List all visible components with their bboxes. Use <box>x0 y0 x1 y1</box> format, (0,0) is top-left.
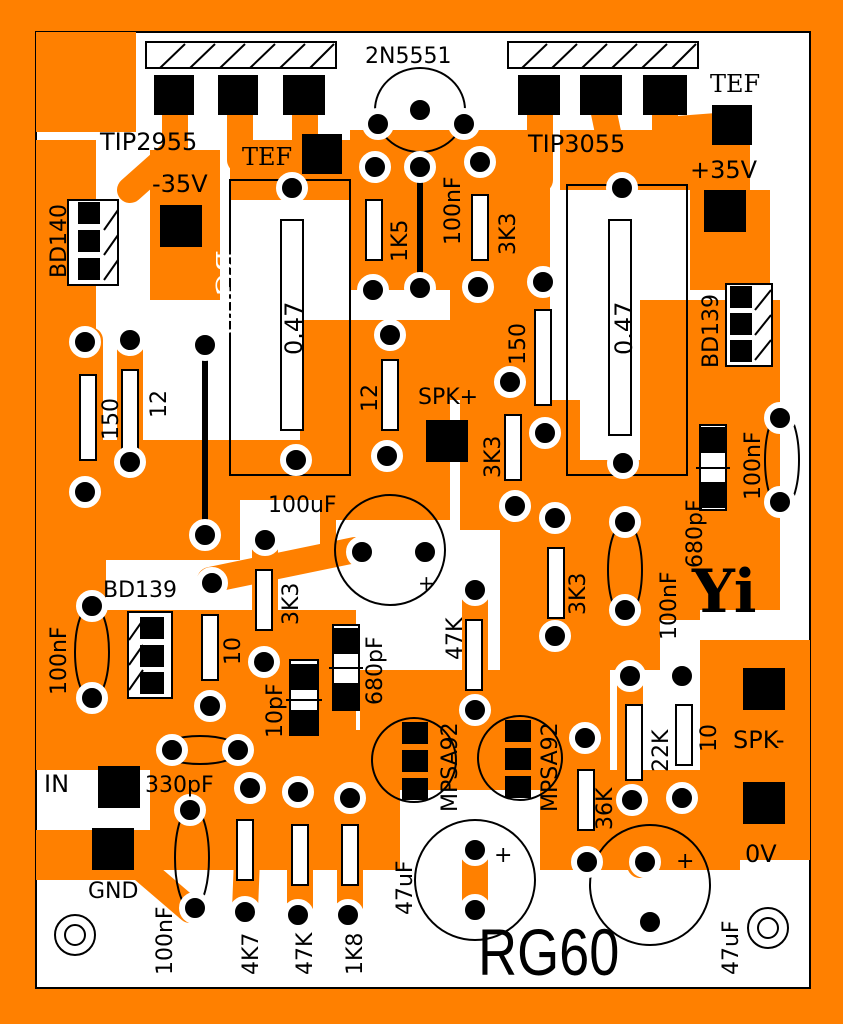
label-r10-left: 10 <box>221 637 246 665</box>
label-r047-b: 0.47 <box>610 302 638 355</box>
label-r10-right: 10 <box>697 724 722 752</box>
label-spk-minus: SPK- <box>733 726 785 754</box>
label-c680pf-right: 680pF <box>683 499 708 568</box>
label-tef-left: TEF <box>242 143 292 171</box>
label-c47uf-a-plus: + <box>494 843 512 868</box>
label-neg35v: -35V <box>152 170 208 198</box>
label-r3k3-left: 3K3 <box>279 583 304 625</box>
label-bd139-top: BD139 <box>699 294 724 368</box>
mirrored-board-name: RG60 <box>211 250 246 335</box>
label-gnd: GND <box>88 879 138 904</box>
label-tip2955: TIP2955 <box>99 128 197 156</box>
label-r12-left: 12 <box>147 390 172 418</box>
label-c100uf-plus: + <box>418 571 435 595</box>
label-r150-mid: 150 <box>506 323 531 365</box>
label-r4k7: 4K7 <box>239 933 264 975</box>
label-330pf: 330pF <box>145 773 214 798</box>
label-r47k-bot: 47K <box>293 932 318 975</box>
mounting-holes <box>54 907 789 956</box>
label-c47uf-b-plus: + <box>676 849 694 874</box>
label-r12-mid: 12 <box>358 384 383 412</box>
label-r3k3-mid: 3K3 <box>481 436 506 478</box>
resistor-bodies <box>79 194 693 886</box>
label-r47k-mid: 47K <box>443 617 468 660</box>
label-bd139-left: BD139 <box>103 578 177 603</box>
label-in: IN <box>44 770 69 798</box>
label-r3k3-top: 3K3 <box>496 213 521 255</box>
jumper-wires <box>202 170 423 535</box>
label-2n5551: 2N5551 <box>365 44 451 69</box>
label-mpsa92-a: MPSA92 <box>438 722 463 812</box>
label-c100nf-right: 100nF <box>741 431 766 500</box>
label-r047-a: 0.47 <box>280 302 308 355</box>
label-pos35v: +35V <box>690 156 758 184</box>
label-c10pf: 10pF <box>263 683 288 738</box>
label-tef-right: TEF <box>710 70 760 98</box>
label-bd140: BD140 <box>47 204 72 278</box>
label-r1k5: 1K5 <box>388 220 413 262</box>
label-mpsa92-b: MPSA92 <box>538 722 563 812</box>
label-r1k8: 1K8 <box>343 933 368 975</box>
heatsink-hatching <box>159 43 697 69</box>
power-transistor-outlines <box>145 41 699 69</box>
board-logo: Yi <box>691 557 757 627</box>
label-c680pf-mid: 680pF <box>363 636 388 705</box>
label-c100nf-rmid: 100nF <box>657 571 682 640</box>
label-tip3055: TIP3055 <box>527 130 625 158</box>
label-c100nf-left: 100nF <box>47 626 72 695</box>
round-pads[interactable] <box>69 94 796 938</box>
square-pads[interactable] <box>78 75 785 870</box>
label-r22k: 22K <box>649 729 674 772</box>
label-100uf: 100uF <box>268 493 337 518</box>
label-0v: 0V <box>745 840 777 868</box>
label-spk-plus: SPK+ <box>418 385 478 410</box>
label-c100nf-bot: 100nF <box>153 906 178 975</box>
board-name: RG60 <box>478 915 619 989</box>
label-c47uf-b: 47uF <box>719 920 744 975</box>
label-r3k3-right: 3K3 <box>566 573 591 615</box>
label-r150-left: 150 <box>99 398 124 440</box>
label-c100nf-top: 100nF <box>441 176 466 245</box>
label-r36k: 36K <box>593 787 618 830</box>
label-c47uf-a: 47uF <box>393 860 418 915</box>
